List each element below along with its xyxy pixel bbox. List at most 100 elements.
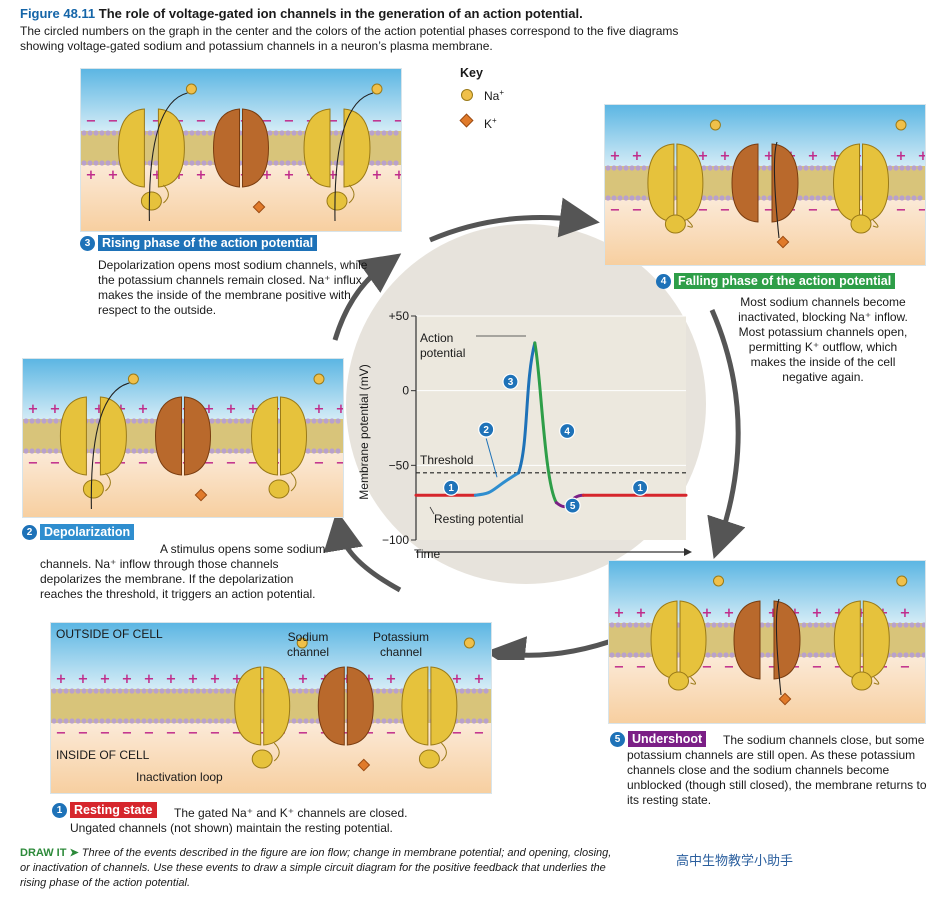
lipid-head [387,160,393,166]
lipid-head [135,718,141,724]
sodium-ion [895,119,907,131]
sodium-channel-right-half [280,396,308,476]
lipid-head [711,652,717,658]
lipid-head [393,718,399,724]
charge-sign-outside: + [138,402,149,417]
step-3-number: 3 [80,235,95,251]
phase-marker-1 [442,479,460,496]
panel-resting: +−+−+−+−+−+−+−+−+−+−+−+−+−+−+−+−+−+−+−+− [50,622,492,794]
y-tick-label: −50 [389,458,410,472]
charge-sign-inside: + [196,168,207,183]
charge-sign-outside: + [204,402,215,417]
potassium-channel-right-half [184,396,212,476]
lipid-head [707,165,713,171]
charge-sign-inside: − [610,203,621,218]
charge-sign-inside: + [394,168,401,183]
lipid-head [899,165,905,171]
lipid-head [609,622,615,628]
lipid-head [149,448,155,454]
sodium-channel-left-half [59,396,87,476]
y-tick-label: 0 [402,384,409,398]
sodium-channel-left-half [117,108,145,188]
charge-sign-outside: + [298,672,309,687]
charge-sign-inside: − [166,726,177,741]
charge-sign-inside: − [698,203,709,218]
lipid-head [35,448,41,454]
charge-sign-outside: + [210,672,221,687]
charge-sign-inside: − [452,726,463,741]
lipid-head [917,165,923,171]
draw-it-prompt: DRAW IT ➤ Three of the events described … [20,846,620,891]
lipid-head [41,418,47,424]
inactivation-loop-tether [872,219,879,228]
lipid-head [183,718,189,724]
lipid-head [195,160,201,166]
lipid-head [335,418,341,424]
charge-sign-outside: + [28,402,39,417]
key-k-text: K [484,117,493,131]
lipid-head [717,622,723,628]
charge-sign-outside: + [56,672,67,687]
lipid-head [897,622,903,628]
lipid-head [893,195,899,201]
lipid-head [477,718,483,724]
lipid-head [227,418,233,424]
lipid-head [333,130,339,136]
lipid-head [911,195,917,201]
lipid-head [57,718,63,724]
charge-sign-inside: − [298,726,309,741]
lipid-head [323,418,329,424]
lipid-head [81,718,87,724]
potassium-channel-right-half [773,600,801,680]
lipid-head [201,718,207,724]
lipid-head [285,130,291,136]
lipid-head [387,718,393,724]
lipid-head [93,718,99,724]
charge-sign-inside: − [28,456,39,471]
lipid-head [99,130,105,136]
charge-sign-inside: − [812,660,823,675]
charge-sign-outside: + [94,402,105,417]
inactivation-loop-tether [348,184,355,204]
lipid-head [471,688,477,694]
sodium-channel-left-half [401,666,429,746]
key-sodium: Na+ [484,88,504,103]
lipid-head [177,688,183,694]
lipid-head [51,718,57,724]
figure-title-text: The role of voltage-gated ion channels i… [98,6,583,21]
charge-sign-inside: − [724,660,735,675]
charge-sign-outside: − [152,114,163,129]
lipid-head [893,165,899,171]
charge-sign-inside: − [768,660,779,675]
lipid-head [329,448,335,454]
charge-sign-outside: + [918,149,925,164]
charge-sign-inside: − [808,203,819,218]
charge-sign-outside: + [188,672,199,687]
step-5-title: Undershoot [628,731,707,747]
step-4-text: Most sodium channels become inactivated,… [738,295,908,384]
y-tick-label: +50 [389,309,410,323]
lipid-head [105,688,111,694]
lipid-head [165,688,171,694]
graph-resting-label: Resting potential [434,512,523,526]
lipid-head [125,448,131,454]
lipid-head [147,718,153,724]
charge-sign-inside: − [94,456,105,471]
lipid-head [81,688,87,694]
charge-sign-inside: − [720,203,731,218]
lipid-head [147,688,153,694]
lipid-head [129,688,135,694]
lipid-head [815,165,821,171]
lipid-head [189,688,195,694]
arrow-4-to-5 [707,309,746,559]
lipid-head [29,418,35,424]
key-potassium: K+ [484,116,497,131]
lipid-head [609,652,615,658]
lipid-head [387,688,393,694]
lipid-head [381,718,387,724]
lipid-head [807,652,813,658]
lipid-head [207,160,213,166]
graph-xlabel: Time [414,547,441,561]
lipid-head [825,652,831,658]
